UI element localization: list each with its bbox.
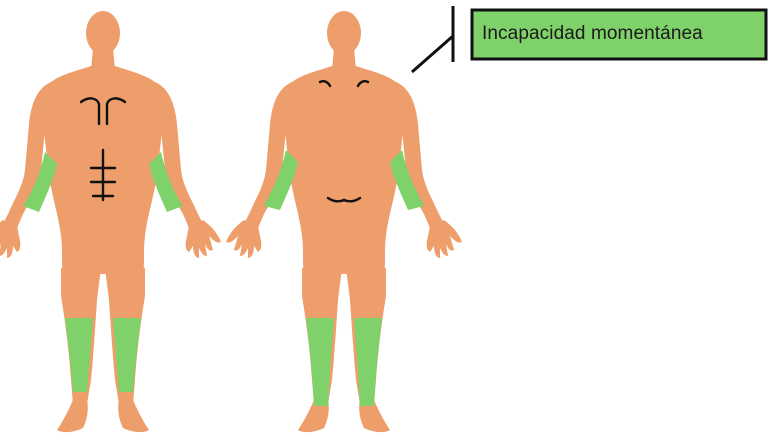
legend-leader-line — [412, 36, 453, 72]
legend-label: Incapacidad momentánea — [482, 16, 764, 52]
front-body-silhouette — [0, 11, 221, 432]
back-figure — [226, 11, 462, 432]
front-figure — [0, 11, 221, 432]
back-body-silhouette — [226, 11, 462, 432]
